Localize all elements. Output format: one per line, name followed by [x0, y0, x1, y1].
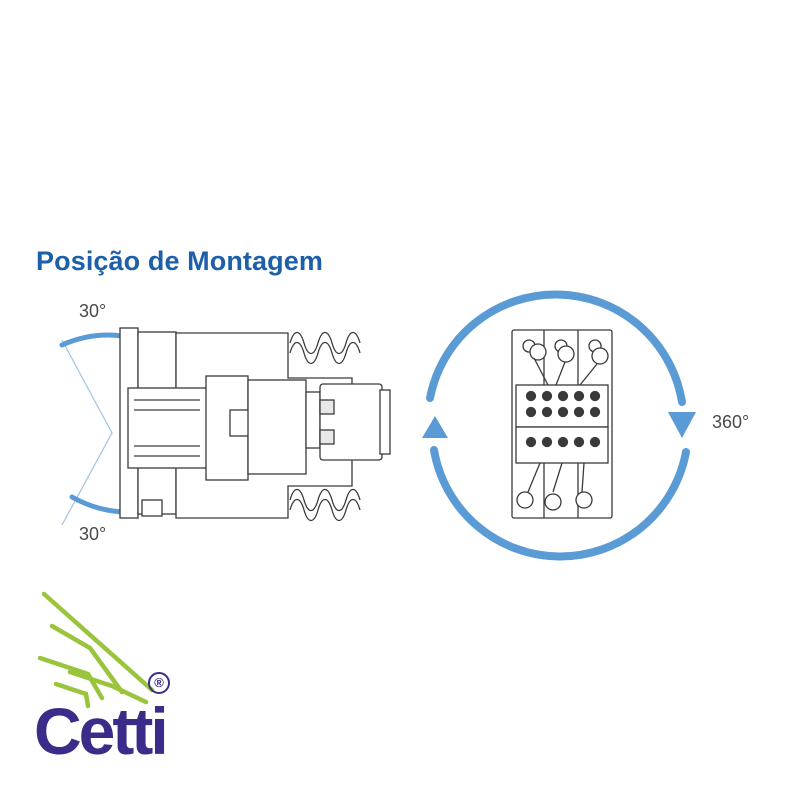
contactor-front-view-icon	[511, 329, 613, 519]
cetti-logo-mark	[37, 591, 155, 709]
rotation-angle-label: 360°	[712, 412, 750, 432]
terminal-springs-icon	[289, 331, 361, 522]
tilt-arc-bottom	[69, 494, 125, 515]
tilt-angle-bottom-label: 30°	[79, 524, 107, 544]
rotation-arrowhead-right	[668, 412, 696, 438]
circular-rotation-arrows-icon	[426, 290, 690, 561]
rotation-arc-top	[426, 290, 686, 406]
tilt-angle-top-label: 30°	[79, 301, 107, 321]
coil-housing	[319, 383, 383, 461]
contactor-side-view-icon	[119, 327, 391, 519]
tilt-guide-lines	[61, 339, 113, 526]
registered-trademark-icon: ®	[148, 672, 170, 694]
tilt-indicator	[59, 332, 125, 526]
rotation-arrowhead-left	[422, 416, 448, 438]
rotation-arc-bottom	[430, 446, 690, 561]
diagram-title: Posição de Montagem	[36, 246, 323, 276]
tilt-arc-top	[59, 332, 125, 348]
cetti-logo-text: Cetti	[34, 694, 169, 768]
